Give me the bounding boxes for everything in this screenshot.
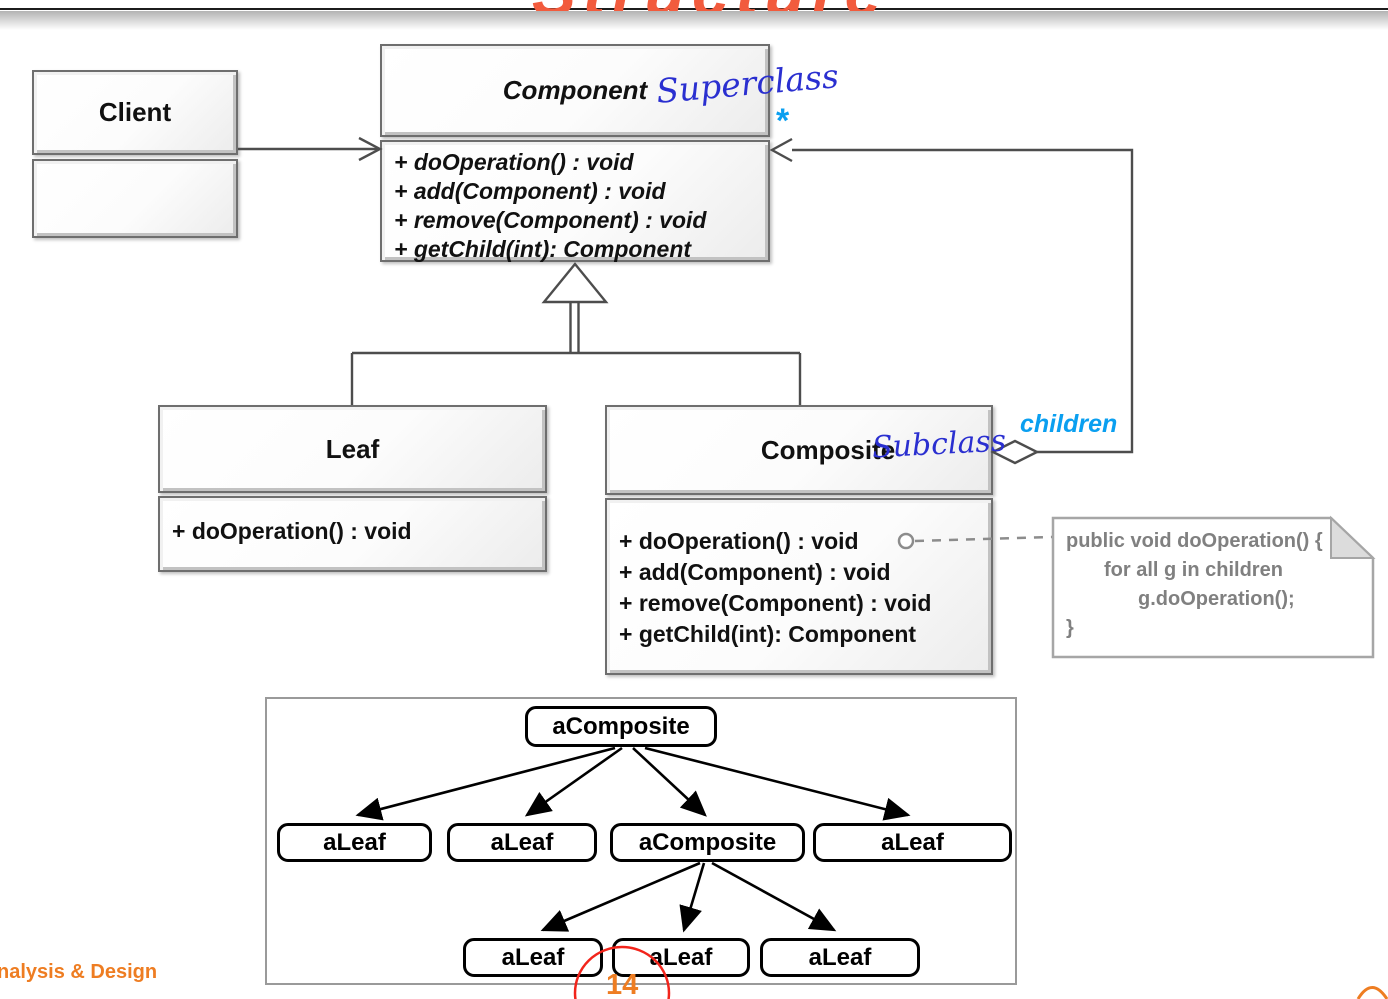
banner-shadow: [0, 11, 1388, 30]
tree-node: aLeaf: [447, 823, 597, 862]
tree-node: aComposite: [610, 823, 805, 862]
footer-course-label: nalysis & Design: [0, 961, 158, 983]
slide-title: Structure: [532, 0, 888, 11]
code-note-line: g.doOperation();: [1138, 588, 1295, 610]
banner-divider-line: [0, 8, 1388, 10]
leaf-class-title: Leaf: [158, 405, 547, 493]
client-class-title: Client: [32, 70, 238, 155]
leaf-methods-compartment: + doOperation() : void: [158, 496, 547, 572]
composite-method: + add(Component) : void: [619, 559, 891, 585]
component-method: + getChild(int): Component: [394, 236, 692, 262]
tree-node-label: aLeaf: [649, 943, 713, 971]
tree-root-node: aComposite: [525, 706, 717, 747]
tree-node: aLeaf: [463, 938, 603, 977]
code-note-line: for all g in children: [1104, 559, 1283, 581]
tree-node-label: aLeaf: [323, 828, 386, 856]
component-method: + doOperation() : void: [394, 149, 634, 175]
client-class-name: Client: [98, 97, 172, 127]
component-method: + add(Component) : void: [394, 178, 666, 204]
composite-method: + doOperation() : void: [619, 528, 859, 554]
client-class-empty-compartment: [32, 159, 238, 238]
children-role-label: children: [1020, 410, 1118, 438]
corner-orange-mark: [1356, 986, 1388, 999]
multiplicity-star-label: *: [776, 102, 790, 140]
generalization-connector: [350, 262, 802, 405]
leaf-class-name: Leaf: [325, 433, 380, 464]
tree-node: aLeaf: [760, 938, 920, 977]
tree-node-label: aComposite: [552, 712, 690, 740]
tree-node-label: aLeaf: [881, 828, 944, 856]
component-method: + remove(Component) : void: [394, 207, 707, 233]
leaf-method: + doOperation() : void: [172, 518, 412, 544]
tree-node-label: aLeaf: [808, 943, 872, 971]
tree-node-label: aLeaf: [490, 828, 554, 856]
tree-node-label: aLeaf: [501, 943, 565, 971]
component-methods-compartment: + doOperation() : void + add(Component) …: [380, 140, 770, 262]
composite-methods-compartment: + doOperation() : void + add(Component) …: [605, 498, 993, 675]
code-note-line: }: [1066, 617, 1074, 639]
composite-method: + getChild(int): Component: [619, 621, 917, 647]
composite-class-name: Composite: [760, 434, 896, 465]
page-number: 14: [606, 969, 639, 999]
subclass-handwritten-annotation: Subclass: [871, 423, 1007, 466]
tree-node-label: aComposite: [638, 828, 777, 856]
component-class-name: Component: [502, 75, 648, 105]
tree-node: aLeaf: [813, 823, 1012, 862]
composite-method: + remove(Component) : void: [619, 590, 932, 616]
component-class-title: Component: [380, 44, 770, 137]
client-component-association: [238, 136, 383, 162]
banner-title-clip: Structure: [0, 0, 1388, 11]
tree-node: aLeaf: [277, 823, 432, 862]
code-note-line: public void doOperation() {: [1066, 530, 1323, 552]
code-note: public void doOperation() { for all g in…: [1066, 527, 1366, 643]
